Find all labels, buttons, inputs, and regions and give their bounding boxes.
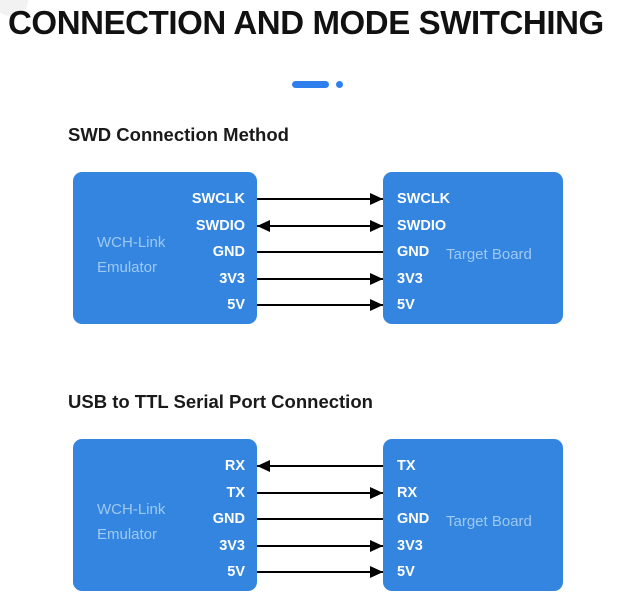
wire-rx-tx bbox=[257, 453, 383, 480]
wire-line bbox=[257, 571, 383, 574]
wire-line bbox=[257, 251, 383, 254]
wire-bundle bbox=[257, 439, 383, 591]
pin-label: 5V bbox=[397, 297, 415, 313]
pin-label: 3V3 bbox=[397, 537, 423, 554]
pagination-dot-active[interactable] bbox=[291, 81, 329, 88]
wire-5v bbox=[257, 292, 383, 319]
pin-label: SWDIO bbox=[195, 217, 245, 234]
wire-3v3 bbox=[257, 266, 383, 293]
arrow-right-icon bbox=[370, 299, 383, 312]
arrow-left-icon bbox=[257, 219, 270, 232]
wire-tx-rx bbox=[257, 480, 383, 507]
wire-line bbox=[257, 465, 383, 468]
wire-swdio bbox=[257, 213, 383, 240]
pin-label: TX bbox=[226, 484, 245, 501]
wire-gnd bbox=[257, 239, 383, 266]
pin-label: GND bbox=[397, 511, 430, 527]
wire-line bbox=[257, 277, 383, 280]
pin-list-right: TX RX GND 3V3 5V bbox=[397, 453, 429, 586]
pin-label: 3V3 bbox=[219, 270, 245, 287]
pin-label: TX bbox=[397, 458, 416, 474]
wire-line bbox=[257, 304, 383, 307]
board-watermark-label: Target Board bbox=[446, 246, 532, 263]
section-title: USB to TTL Serial Port Connection bbox=[68, 391, 373, 412]
arrow-left-icon bbox=[257, 460, 270, 473]
pin-label: SWCLK bbox=[397, 191, 451, 207]
arrow-right-icon bbox=[370, 486, 383, 499]
pin-label: SWCLK bbox=[191, 191, 245, 207]
arrow-right-icon bbox=[370, 272, 383, 285]
board-target: Target Board TX RX GND 3V3 5V bbox=[383, 439, 563, 591]
wire-line bbox=[257, 491, 383, 494]
wire-gnd bbox=[257, 506, 383, 533]
pin-label: 3V3 bbox=[397, 270, 423, 287]
board-wch-link-emulator: WCH-Link Emulator SWCLK SWDIO GND 3V3 5V bbox=[73, 172, 257, 324]
pin-label: GND bbox=[397, 244, 430, 260]
pagination-indicator[interactable] bbox=[0, 81, 634, 88]
pin-label: 5V bbox=[397, 564, 415, 580]
wire-5v bbox=[257, 559, 383, 586]
pin-label: GND bbox=[212, 511, 245, 527]
pin-list-left: SWCLK SWDIO GND 3V3 5V bbox=[192, 186, 245, 319]
board-watermark-label: Target Board bbox=[446, 513, 532, 530]
section-title: SWD Connection Method bbox=[68, 124, 289, 145]
board-wch-link-emulator: WCH-Link Emulator RX TX GND 3V3 5V bbox=[73, 439, 257, 591]
wire-line bbox=[257, 544, 383, 547]
board-watermark-label: WCH-Link Emulator bbox=[97, 234, 166, 276]
arrow-right-icon bbox=[370, 219, 383, 232]
wire-swclk bbox=[257, 186, 383, 213]
pin-label: RX bbox=[224, 458, 245, 474]
arrow-right-icon bbox=[370, 539, 383, 552]
corner-artifact bbox=[0, 0, 28, 16]
pagination-dot-inactive[interactable] bbox=[335, 81, 343, 88]
arrow-right-icon bbox=[370, 566, 383, 579]
wire-line bbox=[257, 518, 383, 521]
pin-list-right: SWCLK SWDIO GND 3V3 5V bbox=[397, 186, 450, 319]
connection-diagram: WCH-Link Emulator RX TX GND 3V3 5V bbox=[0, 439, 634, 592]
pin-label: RX bbox=[397, 484, 418, 501]
wire-bundle bbox=[257, 172, 383, 324]
wire-line bbox=[257, 198, 383, 201]
connection-diagram: WCH-Link Emulator SWCLK SWDIO GND 3V3 5V bbox=[0, 172, 634, 325]
pin-label: GND bbox=[212, 244, 245, 260]
board-target: Target Board SWCLK SWDIO GND 3V3 5V bbox=[383, 172, 563, 324]
arrow-right-icon bbox=[370, 193, 383, 206]
pin-list-left: RX TX GND 3V3 5V bbox=[213, 453, 245, 586]
wire-line bbox=[257, 224, 383, 227]
board-watermark-label: WCH-Link Emulator bbox=[97, 501, 166, 543]
pin-label: SWDIO bbox=[397, 217, 447, 234]
pin-label: 5V bbox=[227, 297, 245, 313]
page-title: CONNECTION AND MODE SWITCHING bbox=[8, 4, 604, 41]
pin-label: 3V3 bbox=[219, 537, 245, 554]
wire-3v3 bbox=[257, 533, 383, 560]
pin-label: 5V bbox=[227, 564, 245, 580]
